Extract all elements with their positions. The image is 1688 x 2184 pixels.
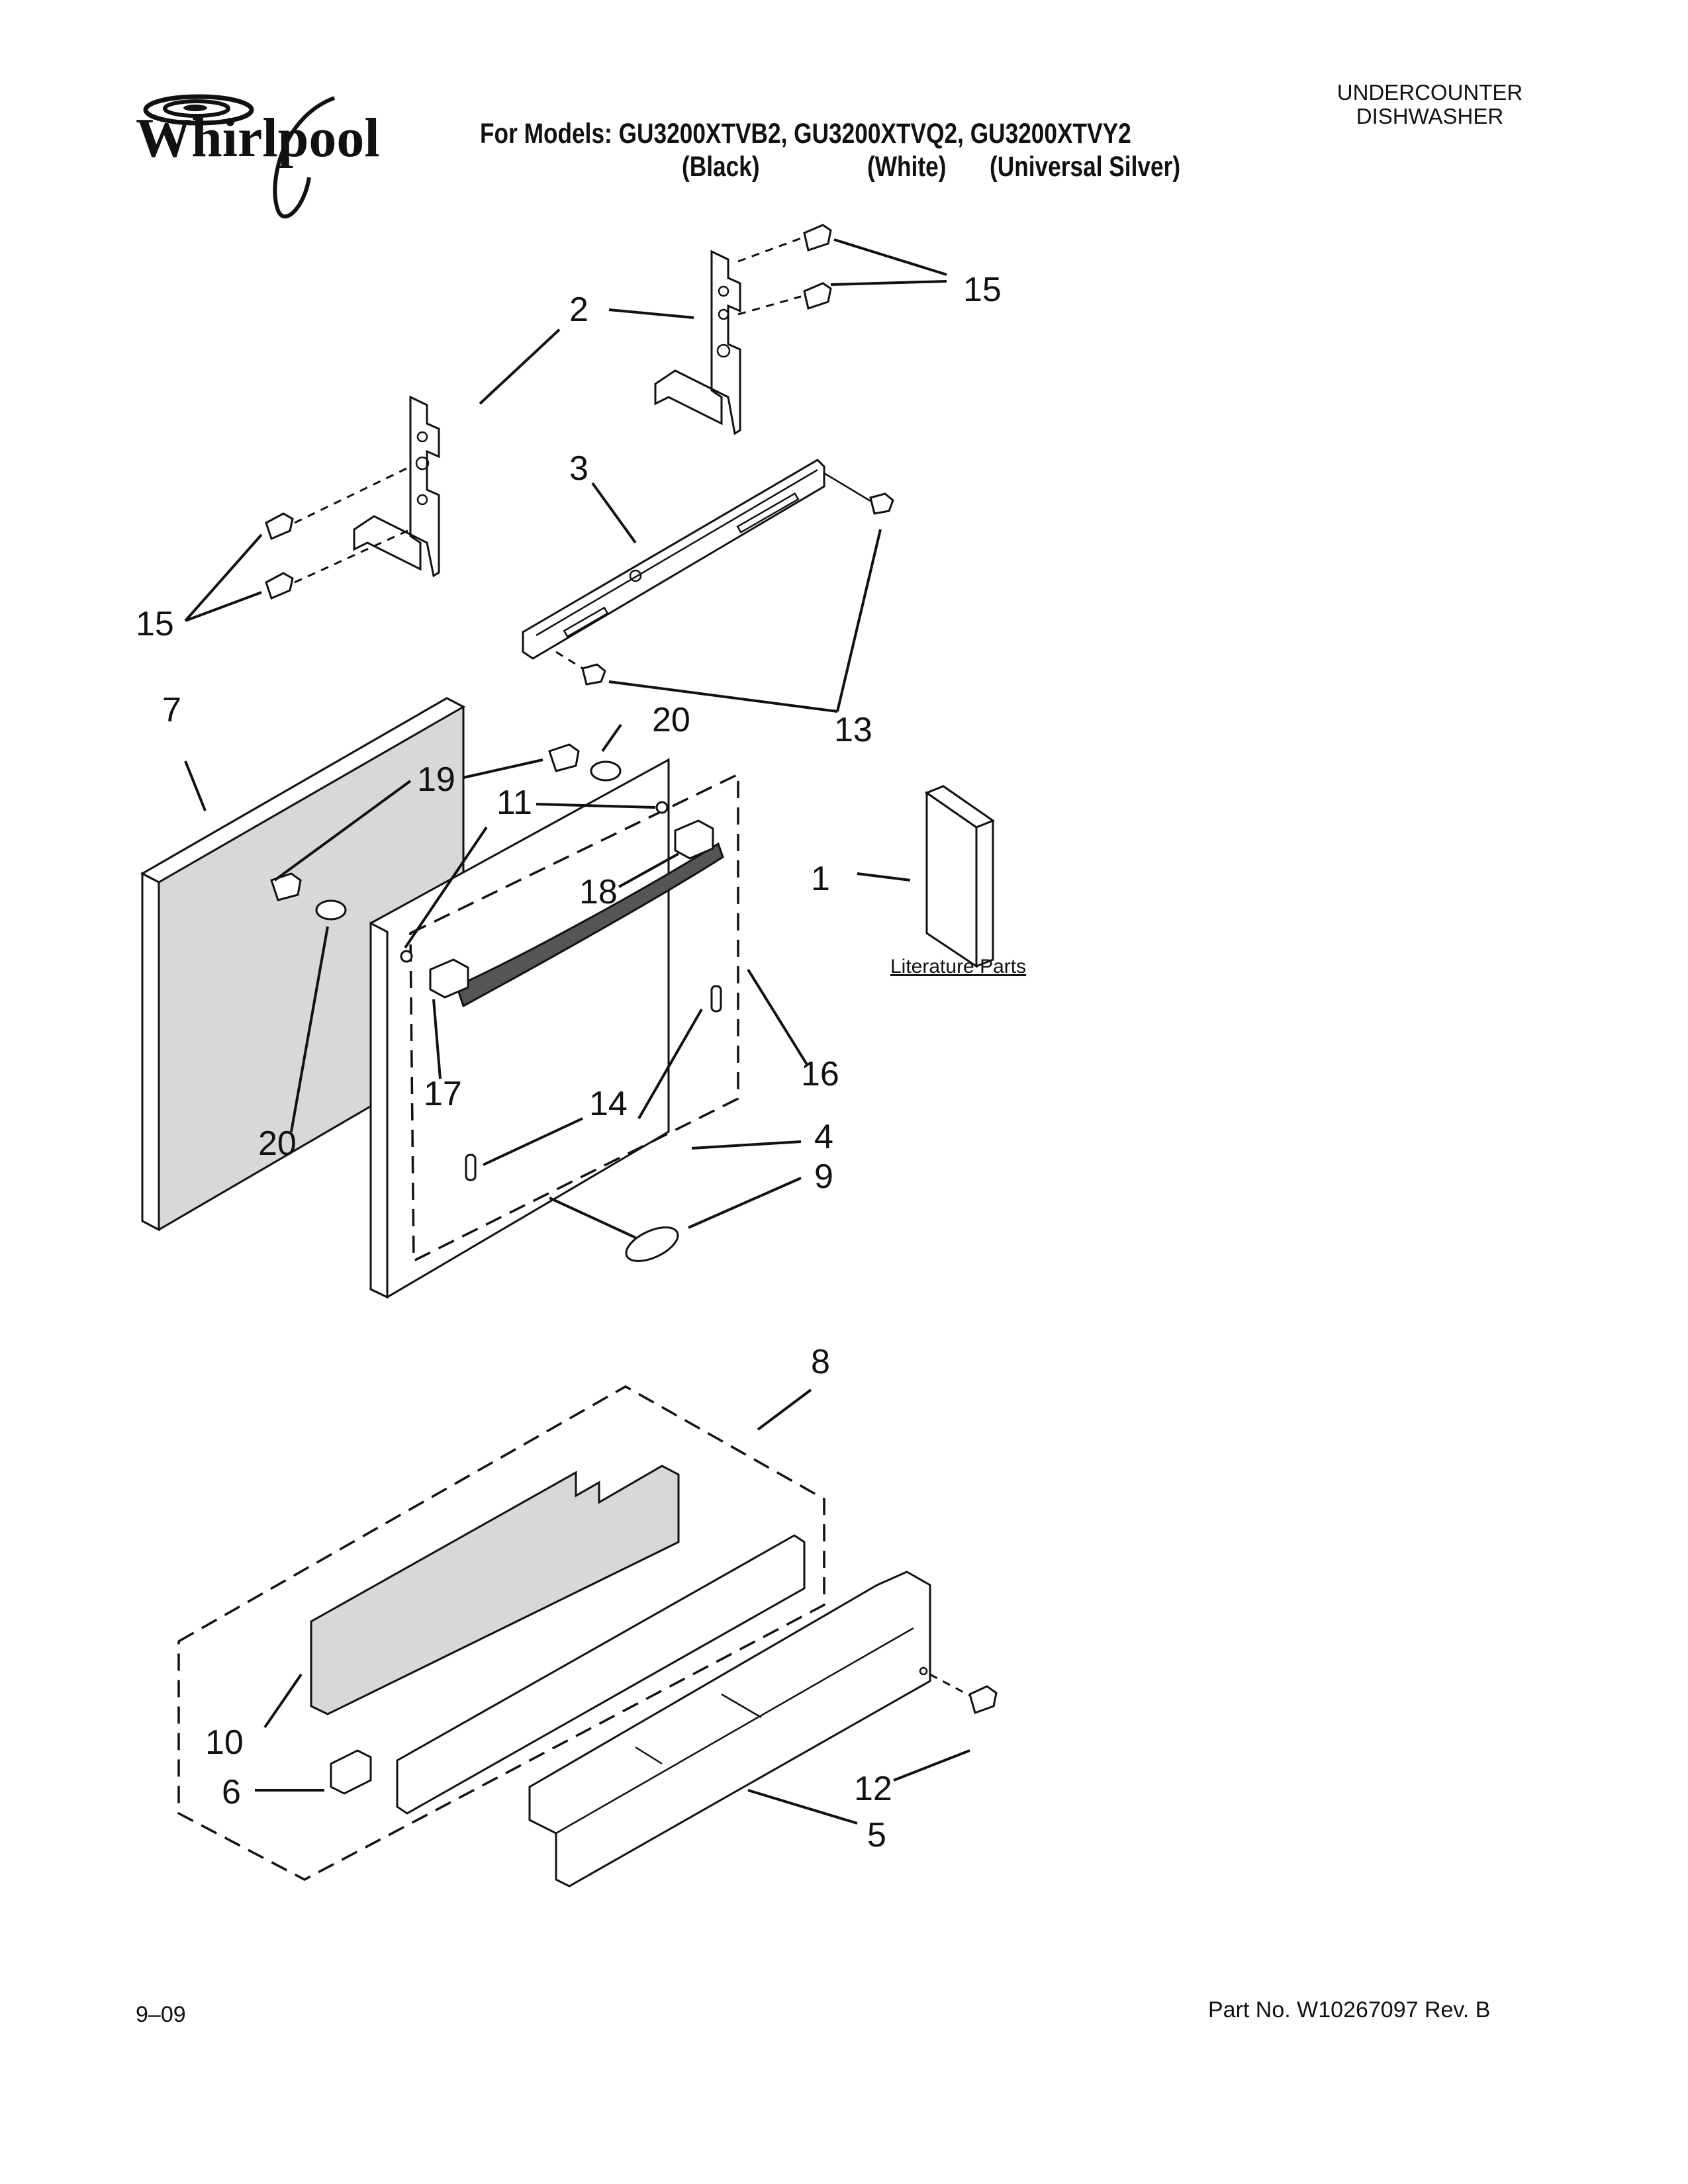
part-11-screws	[400, 801, 669, 963]
callout-11: 11	[496, 784, 532, 822]
toe-strip	[396, 1534, 806, 1815]
leader-lines	[184, 238, 970, 1825]
part-4-door-panel	[369, 758, 739, 1299]
part-10-toe-panel	[310, 1465, 680, 1715]
category-line-1: UNDERCOUNTER	[1336, 80, 1523, 105]
part-2-bracket-left	[353, 395, 440, 578]
callout-1: 1	[811, 860, 830, 898]
part-5-kick-plate	[528, 1570, 998, 1888]
callout-12: 12	[854, 1770, 892, 1808]
callout-17: 17	[424, 1075, 462, 1113]
part-6-clip	[330, 1749, 372, 1795]
callout-18: 18	[579, 873, 618, 911]
callout-7: 7	[162, 691, 181, 729]
part-15-screws-left	[265, 465, 411, 600]
part-14-clips	[465, 985, 722, 1181]
part-8-assembly-outline	[177, 1385, 825, 1881]
product-category: UNDERCOUNTER DISHWASHER	[1297, 81, 1562, 128]
callout-15-right: 15	[963, 271, 1002, 309]
color-silver: (Universal Silver)	[990, 151, 1181, 183]
category-line-2: DISHWASHER	[1356, 104, 1504, 128]
color-white: (White)	[867, 151, 947, 183]
callout-20-top: 20	[652, 701, 690, 739]
callout-3: 3	[569, 449, 588, 488]
door-handle	[429, 819, 724, 1008]
callout-19: 19	[417, 760, 455, 799]
callout-15-left: 15	[136, 605, 174, 643]
part-number: Part No. W10267097 Rev. B	[1208, 1997, 1491, 2023]
part-15-screws-right	[737, 224, 832, 316]
callout-6: 6	[222, 1773, 241, 1811]
callout-5: 5	[867, 1816, 886, 1854]
callout-20-bottom: 20	[258, 1124, 297, 1163]
logo-wordmark: Whirlpool	[136, 107, 380, 169]
callout-13: 13	[834, 711, 872, 749]
callout-10: 10	[205, 1723, 244, 1762]
part-9-plug	[549, 1197, 679, 1262]
literature-parts-label: Literature Parts	[890, 956, 1026, 978]
callout-14: 14	[589, 1085, 628, 1123]
color-black: (Black)	[682, 151, 760, 183]
callout-8: 8	[811, 1343, 830, 1381]
whirlpool-logo: Whirlpool	[136, 78, 414, 230]
part-1-literature-pack	[924, 785, 996, 968]
callout-16: 16	[801, 1055, 839, 1093]
part-2-bracket-right	[654, 250, 741, 435]
callout-2: 2	[569, 291, 588, 329]
part-20-washer	[315, 760, 622, 921]
part-19-screw	[270, 743, 580, 901]
callout-4: 4	[814, 1118, 833, 1156]
callout-9: 9	[814, 1158, 833, 1196]
revision-date: 9–09	[136, 2002, 186, 2027]
part-3-mounting-rail	[522, 459, 894, 686]
models-line: For Models: GU3200XTVB2, GU3200XTVQ2, GU…	[480, 118, 1131, 150]
whirlpool-logo-graphic: Whirlpool	[136, 94, 380, 218]
